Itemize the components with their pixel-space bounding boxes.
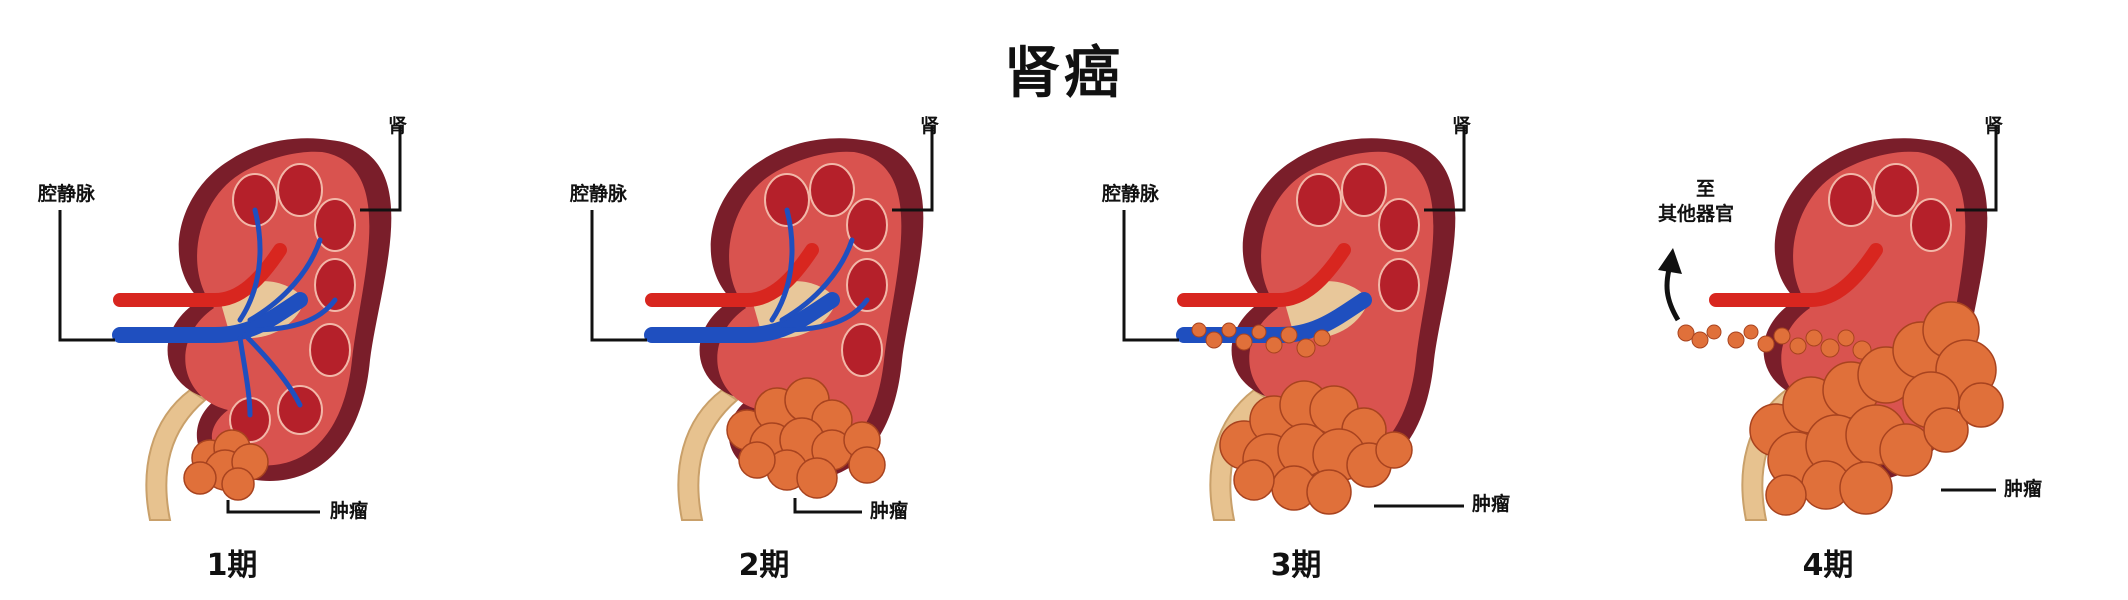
tumor-label: 肿瘤 <box>870 500 909 522</box>
tumor-label: 肿瘤 <box>330 500 369 522</box>
tumor-label: 肿瘤 <box>1472 493 1511 515</box>
kidney-label: 肾 <box>920 115 940 137</box>
stage-panel-1: 肾 腔静脉 肿瘤 1期 <box>0 0 532 600</box>
metastasis-label-line2: 其他器官 <box>1658 203 1735 225</box>
kidney-label: 肾 <box>1452 115 1472 137</box>
kidney-illustration <box>590 125 934 521</box>
kidney-illustration <box>58 125 402 521</box>
vena-cava-label: 腔静脉 <box>570 183 628 205</box>
stage-label: 4期 <box>1802 548 1854 583</box>
stage-label: 3期 <box>1270 548 1322 583</box>
vena-cava-label: 腔静脉 <box>1102 183 1160 205</box>
kidney-label: 肾 <box>1984 115 2004 137</box>
stage-label: 1期 <box>206 548 258 583</box>
metastasis-label-line1: 至 <box>1696 178 1716 200</box>
page-title: 肾癌 <box>1004 41 1124 106</box>
vena-cava-label: 腔静脉 <box>38 183 96 205</box>
stage-label: 2期 <box>738 548 790 583</box>
stage-panel-3: 肾 腔静脉 肿瘤 3期 <box>1064 0 1596 600</box>
stage-panel-2: 肾 腔静脉 肿瘤 2期 <box>532 0 1064 600</box>
stage-panel-4: 肾 至 其他器官 肿瘤 4期 <box>1596 0 2128 600</box>
kidney-label: 肾 <box>388 115 408 137</box>
tumor-label: 肿瘤 <box>2004 478 2043 500</box>
kidney-illustration <box>1658 125 2004 521</box>
kidney-illustration <box>1122 125 1466 521</box>
